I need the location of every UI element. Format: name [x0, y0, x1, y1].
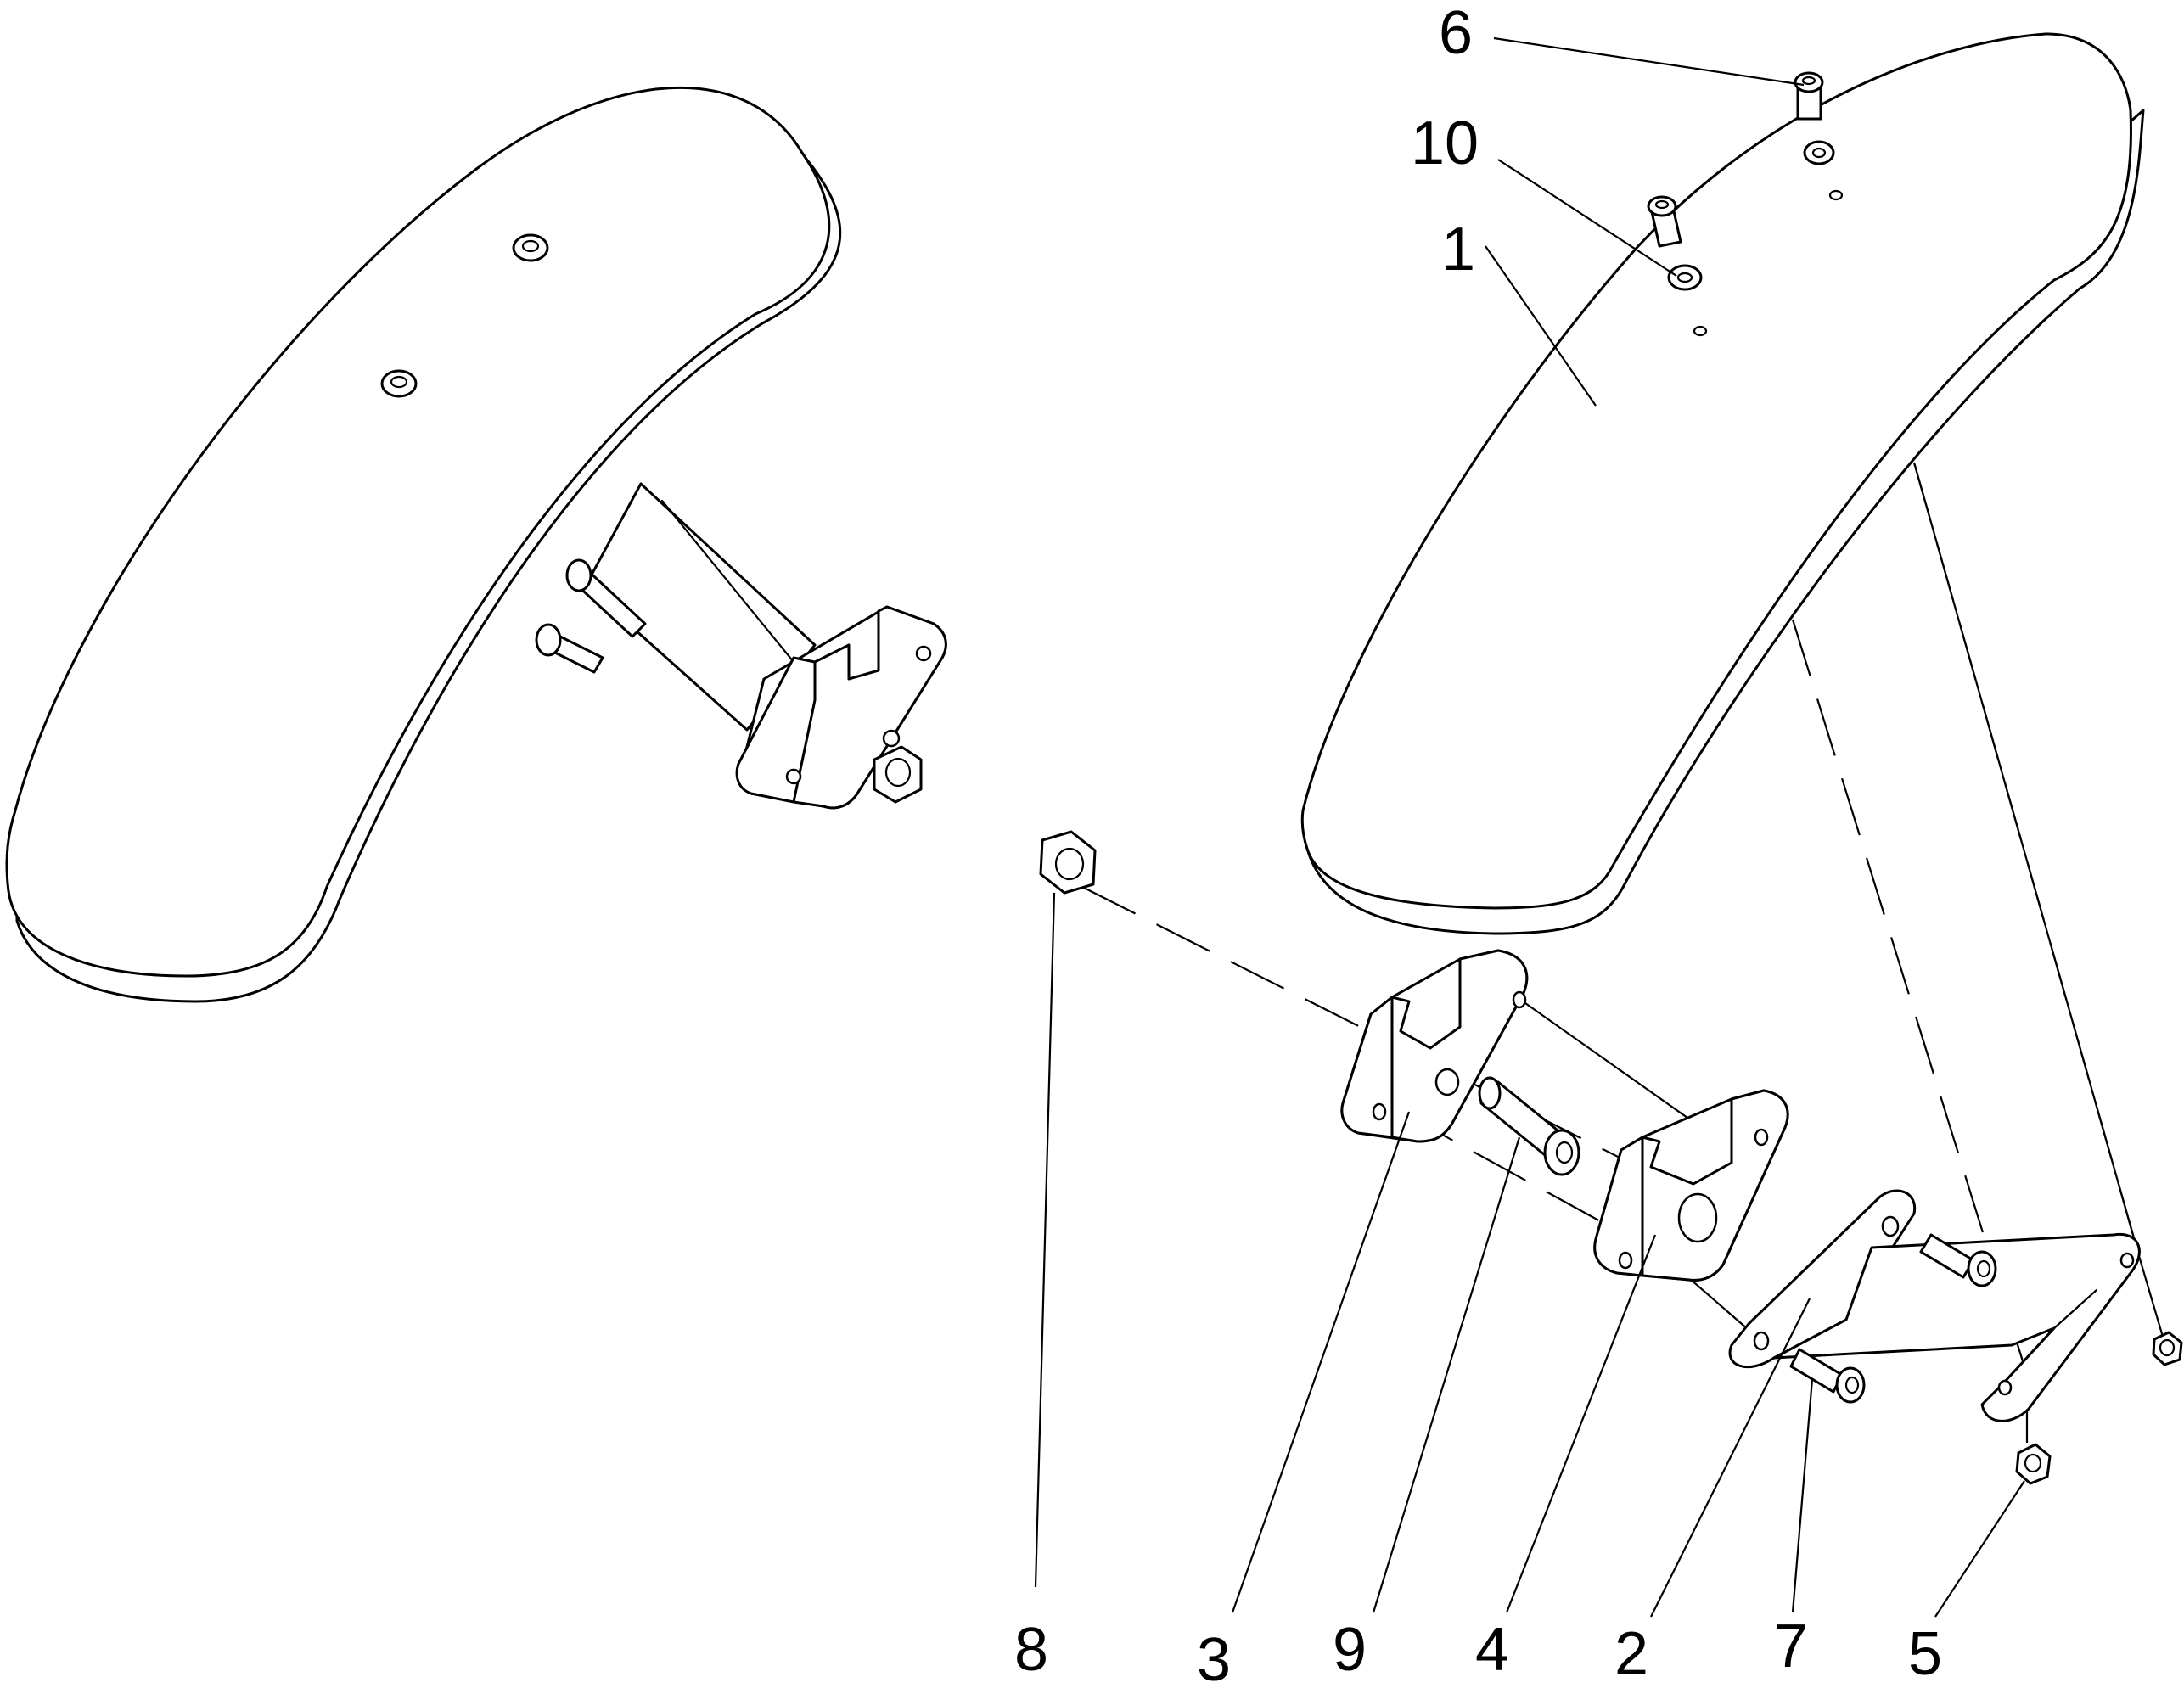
part-5-nut-lower	[2015, 1443, 2052, 1485]
assembled-pin-upper	[565, 558, 647, 638]
callout-labels: 6 10 1 8 3 9 4 2 7 5	[1014, 0, 1942, 1694]
callout-3: 3	[1197, 1626, 1231, 1694]
leader-9	[1372, 1136, 1521, 1613]
callout-6: 6	[1439, 0, 1473, 67]
leader-3	[1231, 1111, 1411, 1613]
leader-5	[1934, 1480, 2025, 1618]
assembled-bracket	[735, 605, 947, 810]
leader-1	[1485, 245, 1597, 407]
part-9-pin	[1478, 1076, 1580, 1176]
leader-6	[1493, 36, 1805, 87]
leader-2	[1650, 1298, 1811, 1618]
part-6-screw-left	[1647, 195, 1682, 248]
assembled-fender	[5, 86, 831, 978]
part-1-fender	[1300, 32, 2145, 935]
callout-leaders	[1034, 36, 2025, 1618]
assembly-guide-lines	[1081, 462, 2164, 1443]
callout-7: 7	[1774, 1612, 1808, 1680]
part-5-nut-right	[2152, 1331, 2183, 1366]
leader-10	[1497, 159, 1677, 277]
callout-8: 8	[1014, 1616, 1048, 1684]
assembled-pin-lower	[535, 623, 604, 674]
callout-10: 10	[1411, 109, 1479, 177]
callout-5: 5	[1908, 1620, 1942, 1688]
callout-4: 4	[1475, 1616, 1509, 1684]
leader-4	[1505, 1234, 1657, 1613]
callout-1: 1	[1441, 216, 1475, 283]
part-7-bolt-upper	[1919, 1233, 1997, 1287]
part-6-screw-right	[1794, 71, 1824, 121]
assembled-view	[5, 86, 947, 1003]
assembled-support-arm	[584, 482, 817, 732]
part-3-bracket	[1340, 949, 1529, 1143]
leader-8	[1034, 892, 1056, 1588]
part-10-washer-right	[1803, 140, 1844, 201]
part-4-bracket	[1593, 1089, 1789, 1282]
part-8-nut	[1039, 830, 1097, 895]
exploded-view	[1039, 32, 2183, 1485]
part-7-bolt-lower	[1789, 1348, 1866, 1404]
callout-9: 9	[1333, 1616, 1367, 1684]
part-2-link-arm	[1728, 1189, 2141, 1422]
assembled-fender-screw-lower	[380, 369, 418, 398]
assembled-fender-screw-upper	[512, 233, 549, 262]
leader-7	[1791, 1378, 1814, 1613]
part-10-washer-left	[1667, 264, 1708, 337]
callout-2: 2	[1614, 1620, 1648, 1688]
